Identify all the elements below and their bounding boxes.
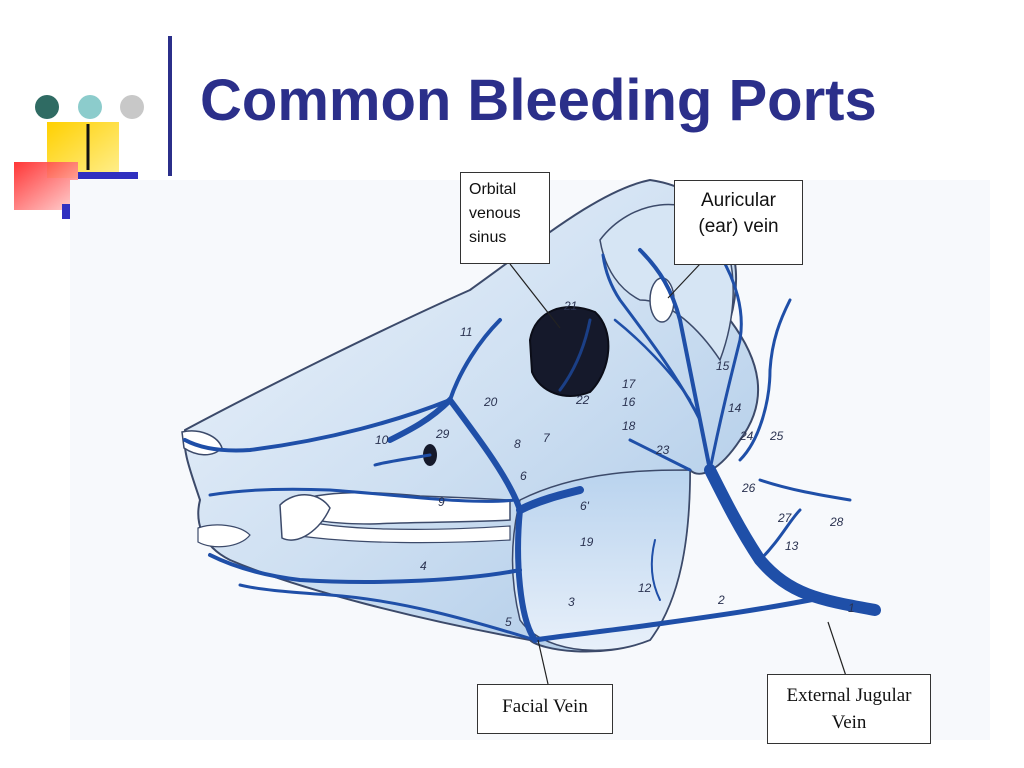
dot-gray [120,95,144,119]
vein-23 [628,438,692,472]
tusk [279,494,331,541]
vein-6 [516,486,584,514]
maxillary-branch-2 [532,595,823,643]
lower-jaw [511,469,691,652]
num-16: 16 [622,395,636,409]
vein-9 [208,487,517,503]
num-19: 19 [580,535,594,549]
facial-vein [387,395,538,643]
template-decoration-graphic [14,95,144,219]
dot-dark [35,95,59,119]
num-26: 26 [741,481,756,495]
num-1: 1 [848,601,855,615]
num-13: 13 [785,539,799,553]
callout-orbital-text: Orbital venous sinus [469,181,521,246]
num-11: 11 [460,325,472,339]
num-21: 21 [563,299,577,313]
num-14: 14 [728,401,742,415]
num-25: 25 [769,429,784,443]
callout-facial-vein: Facial Vein [477,684,613,734]
facial-upper [448,318,502,402]
structure-numbers: 1 2 3 4 5 6 6' 7 8 9 10 11 12 13 14 15 1… [375,299,855,629]
num-22: 22 [575,393,590,407]
leader-auricular [667,263,701,299]
callout-facial-text: Facial Vein [502,696,588,717]
num-18: 18 [622,419,636,433]
vein-28 [758,478,852,502]
num-6: 6 [520,469,527,483]
num-29: 29 [435,427,450,441]
callout-auricular-text: Auricular (ear) vein [698,190,779,237]
vein-13 [758,508,802,562]
num-9: 9 [438,495,445,509]
dot-teal [78,95,102,119]
vein-3 [238,583,537,642]
ear-canal [649,277,675,323]
lateral-nasal-29 [373,453,432,467]
num-12: 12 [638,581,652,595]
num-24: 24 [739,429,754,443]
lower-teeth [299,519,511,544]
leader-jugular [827,621,847,677]
vein-4 [208,553,522,584]
callout-external-jugular-vein: External Jugular Vein [767,674,931,744]
callout-orbital-venous-sinus: Orbital venous sinus [460,172,550,264]
orbital-sinus-veins [558,318,592,392]
num-6-prime: 6' [580,499,590,513]
leader-facial [537,639,549,685]
vein-12 [650,539,661,601]
orbit [528,306,610,397]
veins [183,248,881,643]
slide-title: Common Bleeding Ports [200,68,877,133]
dorsal-nasal-vein-10 [183,398,452,453]
incisors [197,524,251,548]
square-red [14,162,78,210]
num-3: 3 [568,595,575,609]
num-2: 2 [717,593,725,607]
num-10: 10 [375,433,389,447]
callout-jugular-text: External Jugular Vein [786,685,912,733]
leader-orbital [509,263,561,329]
vein-25 [738,298,792,462]
num-28: 28 [829,515,844,529]
num-7: 7 [543,431,551,445]
num-17: 17 [622,377,637,391]
square-blue-small [62,204,71,219]
num-4: 4 [420,559,427,573]
num-8: 8 [514,437,521,451]
callout-auricular-vein: Auricular (ear) vein [674,180,803,265]
num-23: 23 [655,443,670,457]
num-20: 20 [483,395,498,409]
num-27: 27 [777,511,793,525]
num-5: 5 [505,615,512,629]
callout-leaders [509,263,847,685]
title-divider-line [168,36,172,176]
num-15: 15 [716,359,730,373]
square-blue-bar [78,172,138,179]
auricular-vein-15 [638,248,712,472]
